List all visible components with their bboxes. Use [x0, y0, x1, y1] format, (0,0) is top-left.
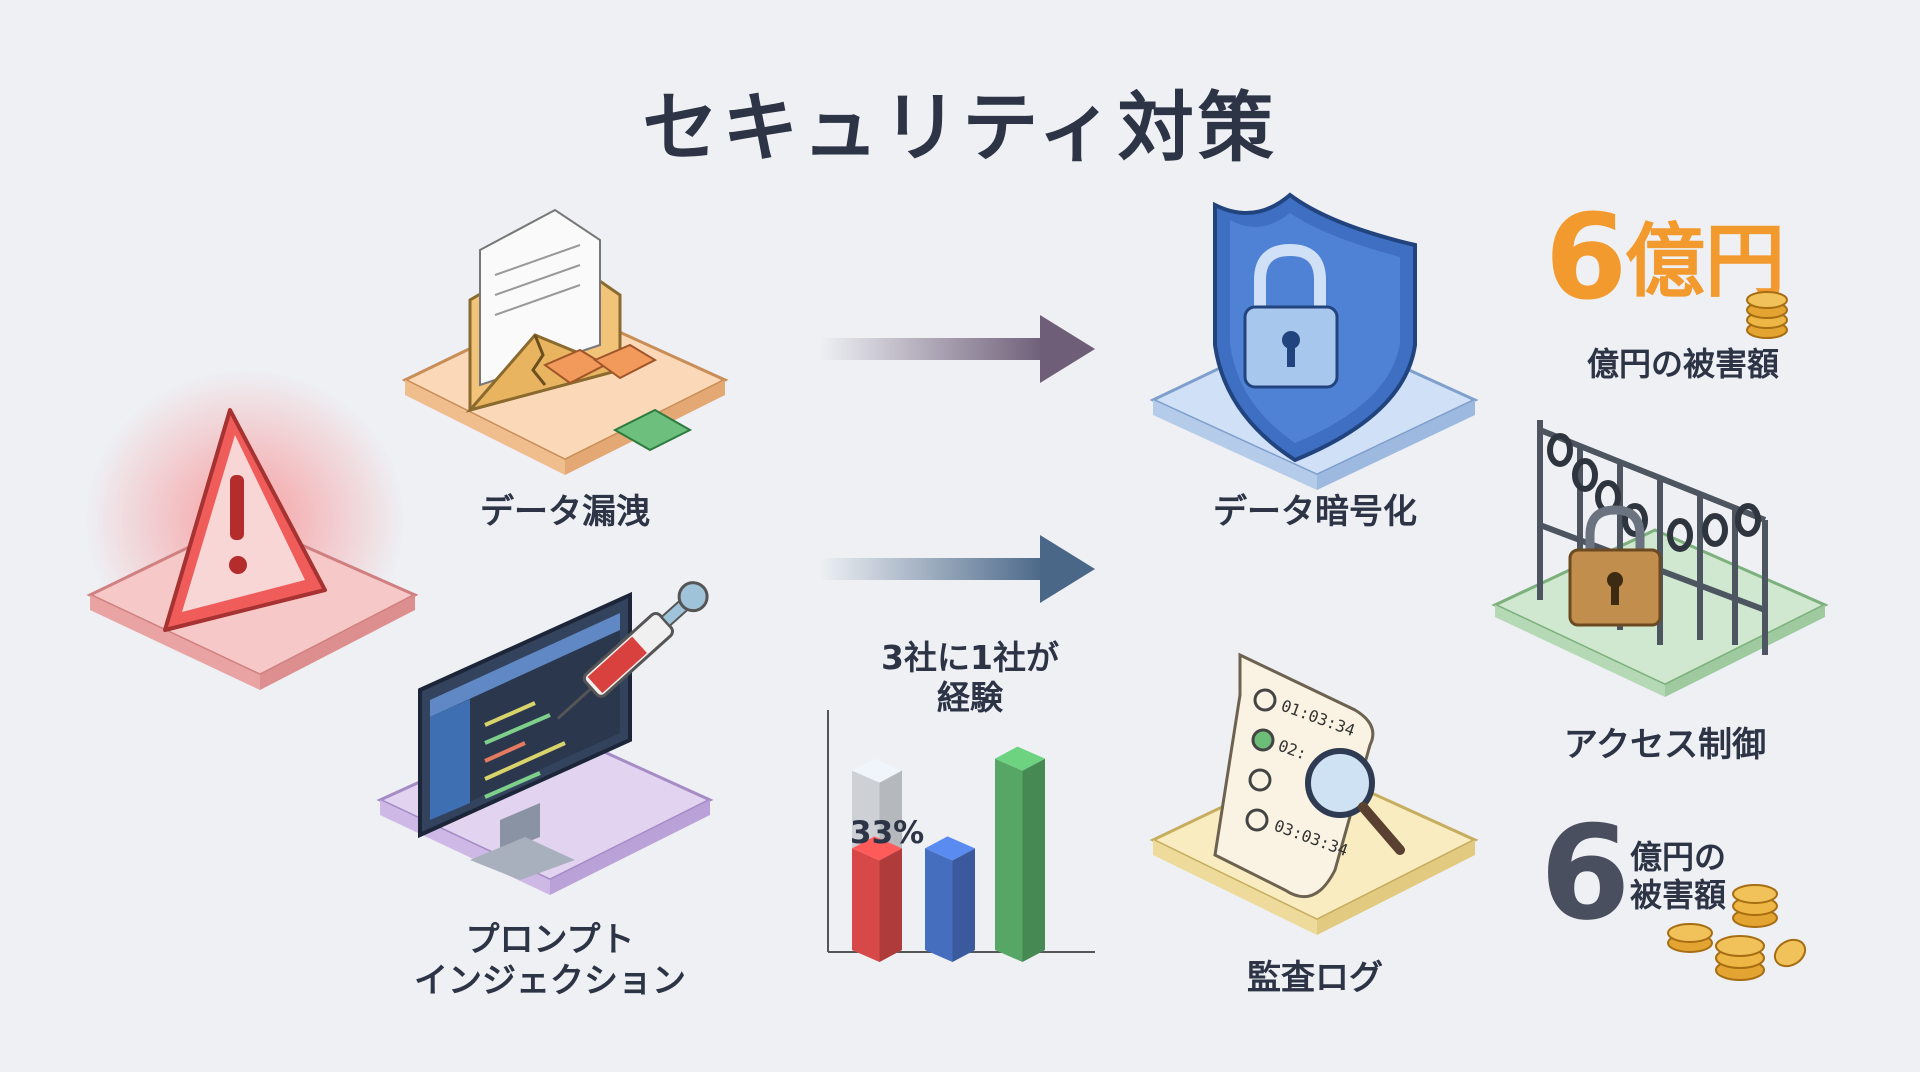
chart-bar-3-front — [995, 758, 1023, 962]
prompt-injection-label: プロンプト インジェクション — [395, 920, 705, 1003]
chart-bar-background-top — [852, 758, 902, 783]
access-control-illustration — [1491, 420, 1829, 697]
stat-caption-line1: 3社に1社が — [881, 638, 1059, 677]
data-encryption-illustration — [1149, 192, 1479, 490]
damage-bottom-number: 6 — [1540, 797, 1631, 949]
damage-top-caption: 億円の被害額 — [1586, 345, 1779, 383]
audit-log-illustration: 01:03:34 02: 03:03:34 — [1149, 652, 1479, 935]
arrow-right-icon-2 — [820, 535, 1095, 603]
stat-caption-line2: 経験 — [937, 678, 1003, 718]
damage-top-unit: 億円 — [1625, 215, 1785, 308]
chart-bar-1-top — [852, 836, 902, 861]
page-title: セキュリティ対策 — [642, 83, 1278, 172]
stat-caption: 3社に1社が 経験 — [860, 638, 1080, 719]
chart-bar-2-side — [952, 848, 975, 962]
prompt-injection-illustration — [376, 581, 714, 895]
data-encryption-label: データ暗号化 — [1213, 492, 1417, 532]
damage-top-number: 6 — [1545, 188, 1628, 326]
damage-bottom-caption-line1: 億円の — [1630, 838, 1727, 876]
access-control-label: アクセス制御 — [1563, 725, 1767, 765]
data-leak-label: データ漏洩 — [480, 492, 650, 532]
stat-percent-label: 33% — [850, 815, 925, 851]
chart-bar-2-top — [925, 836, 975, 861]
damage-bottom-caption-line2: 被害額 — [1630, 876, 1727, 915]
coin-stack-icon — [1746, 291, 1788, 339]
magnifier-icon — [1305, 748, 1375, 818]
damage-bottom-caption: 億円の 被害額 — [1630, 838, 1726, 915]
chart-bar-3-top — [995, 746, 1045, 771]
data-leak-illustration — [401, 208, 729, 475]
warning-icon — [85, 370, 419, 690]
arrow-right-icon — [820, 315, 1095, 383]
chart-bar-1-front — [852, 848, 880, 962]
stat-bar-chart — [827, 710, 1095, 962]
audit-log-label: 監査ログ — [1247, 958, 1383, 998]
chart-bar-1-side — [879, 848, 902, 962]
chart-bar-2-front — [925, 848, 953, 962]
prompt-injection-label-line1: プロンプト — [465, 920, 635, 960]
prompt-injection-label-line2: インジェクション — [414, 961, 686, 1002]
coin-pile-icon — [1667, 884, 1807, 981]
chart-bar-3-side — [1022, 758, 1045, 962]
